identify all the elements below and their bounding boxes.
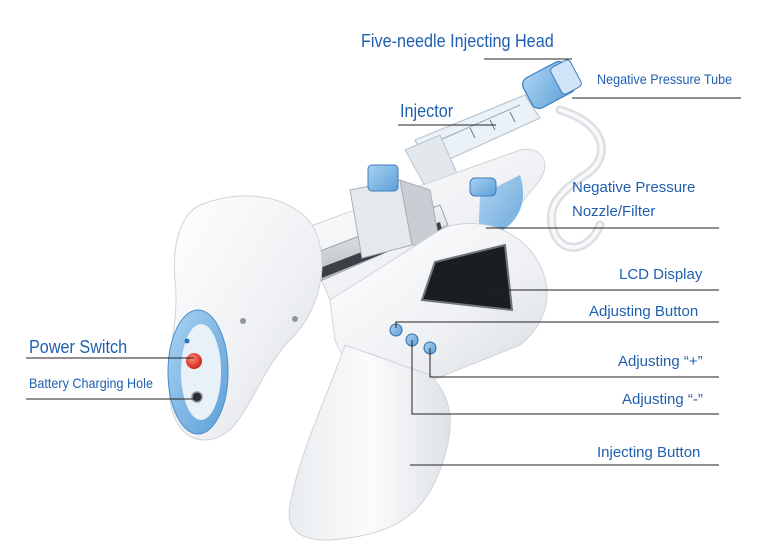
grip-shape xyxy=(288,344,451,541)
lcd-screen-shape xyxy=(420,243,514,312)
label-adjusting-button: Adjusting Button xyxy=(589,303,699,320)
label-adjusting-plus: Adjusting “+” xyxy=(618,353,703,370)
label-battery-charging-hole: Battery Charging Hole xyxy=(29,375,153,391)
power-switch-button xyxy=(186,353,202,369)
battery-charging-hole xyxy=(191,391,203,403)
label-power-switch: Power Switch xyxy=(29,337,128,357)
label-five-needle-head: Five-needle Injecting Head xyxy=(361,31,554,51)
label-negative-pressure-tube: Negative Pressure Tube xyxy=(597,71,733,87)
five-needle-head-shape xyxy=(522,59,582,110)
carriage-block-shape xyxy=(349,164,497,259)
label-injecting-button: Injecting Button xyxy=(597,444,701,461)
label-injector: Injector xyxy=(400,101,454,121)
label-negative-pressure-nozzle-line1: Negative Pressure xyxy=(572,179,696,196)
label-negative-pressure-nozzle-line2: Nozzle/Filter xyxy=(572,203,656,220)
label-lcd-display: LCD Display xyxy=(619,266,703,283)
label-adjusting-minus: Adjusting “-” xyxy=(622,391,703,408)
leader-lines xyxy=(26,58,741,466)
